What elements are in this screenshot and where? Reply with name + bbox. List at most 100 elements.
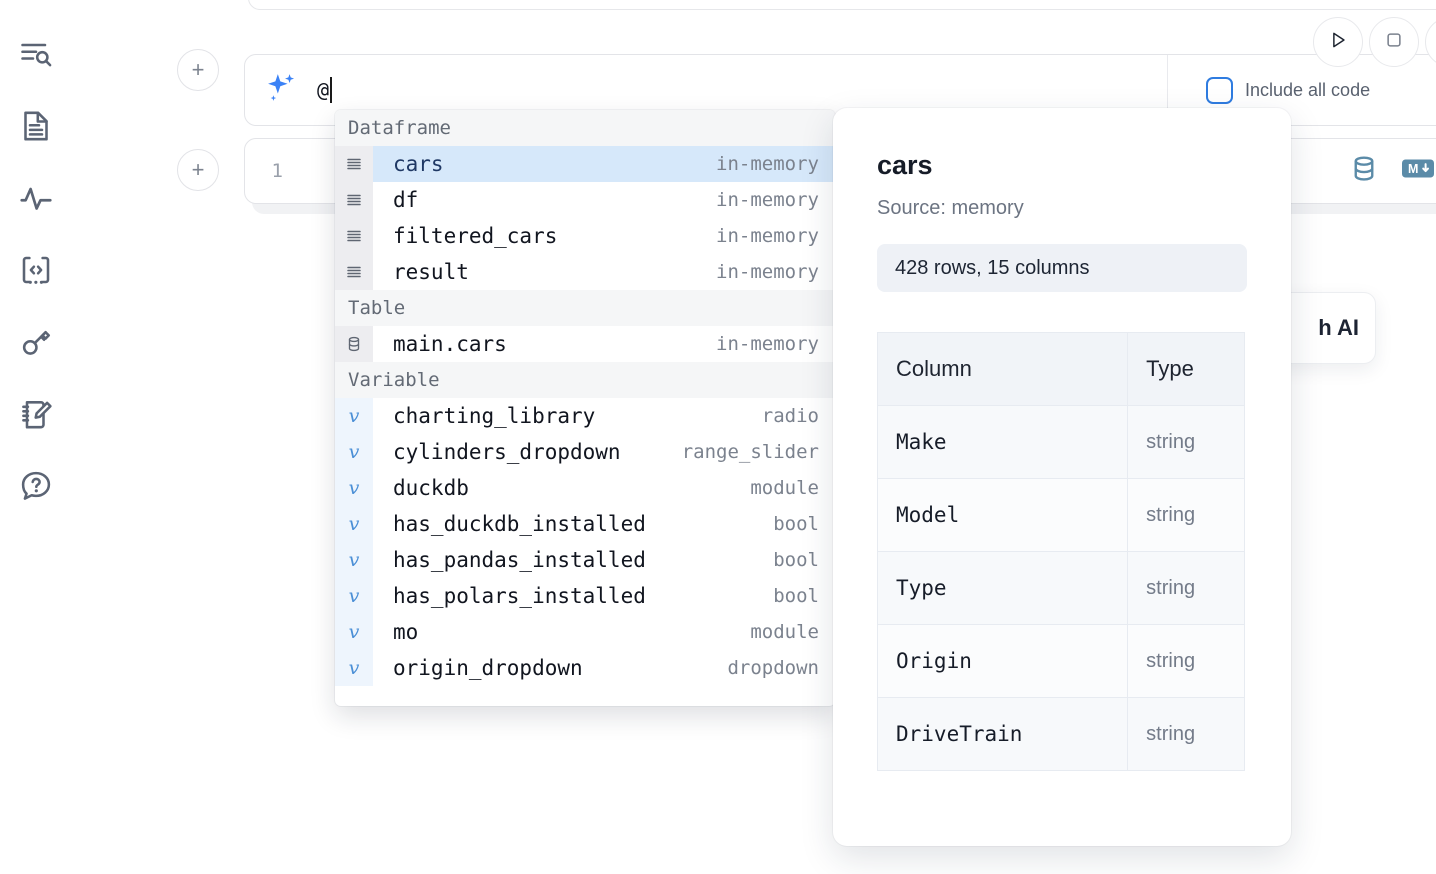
ai-prompt-value: @ <box>317 78 330 102</box>
cell-toolbar: M <box>1349 154 1435 189</box>
autocomplete-item-label: main.cars <box>393 332 507 356</box>
autocomplete-item-meta: bool <box>773 549 819 571</box>
key-secrets-icon <box>18 324 54 360</box>
autocomplete-item-label: has_pandas_installed <box>393 548 646 572</box>
autocomplete-item-label: cars <box>385 146 444 182</box>
include-all-code-label: Include all code <box>1245 79 1371 100</box>
autocomplete-item-meta: module <box>750 621 819 643</box>
schema-column-name: DriveTrain <box>876 697 1129 771</box>
plus-icon: + <box>191 157 205 182</box>
autocomplete-item-meta: dropdown <box>727 657 819 679</box>
sidebar-item-scratchpad[interactable] <box>10 378 62 450</box>
run-button[interactable] <box>1313 17 1363 67</box>
autocomplete-item[interactable]: df in-memory <box>335 182 835 218</box>
autocomplete-item-meta: in-memory <box>716 261 819 283</box>
detail-shape-badge: 428 rows, 15 columns <box>877 244 1247 292</box>
variable-icon: v <box>335 506 373 542</box>
add-cell-below-button[interactable]: + <box>177 149 219 191</box>
ai-prompt-input[interactable]: @ <box>317 55 1167 125</box>
sidebar-item-files[interactable] <box>10 90 62 162</box>
add-cell-above-button[interactable]: + <box>177 49 219 91</box>
schema-column-name: Origin <box>876 624 1129 698</box>
text-caret <box>330 77 333 103</box>
dataframe-icon <box>335 182 373 218</box>
dataframe-icon <box>335 254 373 290</box>
dataframe-icon <box>335 218 373 254</box>
schema-column-name: Make <box>876 405 1129 479</box>
sidebar-item-explore-search[interactable] <box>10 18 62 90</box>
autocomplete-item-label: duckdb <box>393 476 469 500</box>
variable-icon: v <box>335 614 373 650</box>
schema-column-type: string <box>1127 624 1245 698</box>
variable-icon: v <box>335 398 373 434</box>
autocomplete-group-header: Table <box>335 290 835 326</box>
schema-column-type: string <box>1127 405 1245 479</box>
autocomplete-item-label: result <box>393 260 469 284</box>
notebook-edit-icon <box>18 396 54 432</box>
schema-header-type: Type <box>1127 332 1245 406</box>
markdown-icon[interactable]: M <box>1401 157 1435 186</box>
play-icon <box>1327 29 1349 56</box>
autocomplete-group-header: Dataframe <box>335 110 835 146</box>
autocomplete-item[interactable]: result in-memory <box>335 254 835 290</box>
svg-text:M: M <box>1408 162 1418 176</box>
autocomplete-item-meta: bool <box>773 513 819 535</box>
left-icon-rail <box>0 0 72 874</box>
autocomplete-item-label: cylinders_dropdown <box>393 440 621 464</box>
autocomplete-item[interactable]: v has_pandas_installed bool <box>335 542 835 578</box>
schema-header-row: Column Type <box>876 332 1245 406</box>
autocomplete-item[interactable]: cars in-memory <box>335 146 835 182</box>
variable-icon: v <box>335 650 373 686</box>
variable-icon: v <box>335 542 373 578</box>
sidebar-item-activity[interactable] <box>10 162 62 234</box>
table-db-icon <box>335 326 373 362</box>
autocomplete-item-meta: in-memory <box>716 333 819 355</box>
explore-search-icon <box>18 36 54 72</box>
autocomplete-item-meta: in-memory <box>716 189 819 211</box>
sparkles-ai-icon <box>262 69 300 112</box>
detail-title: cars <box>877 150 933 180</box>
autocomplete-item-meta: module <box>750 477 819 499</box>
generate-with-ai-label: h AI <box>1318 315 1359 340</box>
variable-icon: v <box>335 434 373 470</box>
include-all-code-checkbox[interactable] <box>1206 76 1233 104</box>
detail-source: Source: memory <box>877 197 1024 219</box>
stop-square-icon <box>1383 29 1405 56</box>
autocomplete-item-label: has_duckdb_installed <box>393 512 646 536</box>
help-chat-icon <box>18 468 54 504</box>
sidebar-item-snippets[interactable] <box>10 234 62 306</box>
plus-icon: + <box>191 57 205 82</box>
autocomplete-item-label: df <box>393 188 419 212</box>
top-cell-strip <box>248 0 1436 10</box>
schema-column-type: string <box>1127 697 1245 771</box>
autocomplete-item[interactable]: main.cars in-memory <box>335 326 835 362</box>
autocomplete-item-meta: in-memory <box>716 225 819 247</box>
autocomplete-item-label: origin_dropdown <box>393 656 583 680</box>
schema-column-name: Type <box>876 551 1129 625</box>
line-number: 1 <box>271 160 283 182</box>
variable-icon: v <box>335 578 373 614</box>
ai-sparkles-button[interactable] <box>245 55 317 125</box>
autocomplete-item[interactable]: v has_duckdb_installed bool <box>335 506 835 542</box>
autocomplete-item-meta: radio <box>761 405 819 427</box>
stop-button[interactable] <box>1369 17 1419 67</box>
schema-column-name: Model <box>876 478 1129 552</box>
sidebar-item-help[interactable] <box>10 450 62 522</box>
schema-column-type: string <box>1127 551 1245 625</box>
sidebar-item-secrets[interactable] <box>10 306 62 378</box>
autocomplete-item[interactable]: v origin_dropdown dropdown <box>335 650 835 686</box>
database-icon[interactable] <box>1349 154 1379 189</box>
activity-pulse-icon <box>18 180 54 216</box>
autocomplete-item-meta: in-memory <box>716 146 833 182</box>
